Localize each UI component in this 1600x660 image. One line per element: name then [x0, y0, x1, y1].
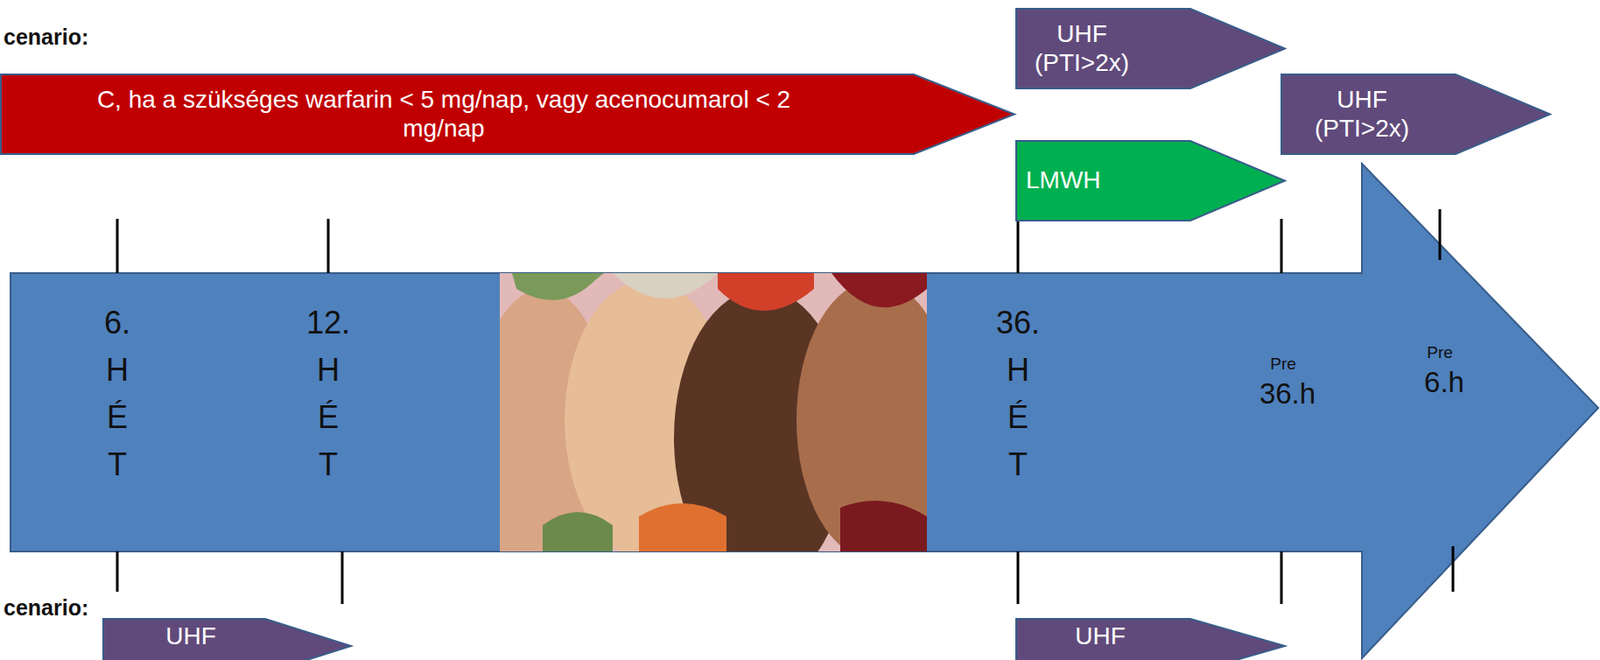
phase-label: C, ha a szükséges warfarin < 5 mg/nap, v… [93, 85, 794, 142]
week-marker: 6. H É T [104, 299, 131, 489]
phase-label: UHF (PTI>2x) [1024, 20, 1140, 77]
arrow-phase: UHF [102, 617, 352, 660]
hour-prefix: Pre [1426, 343, 1453, 363]
arrow-shape [1015, 617, 1286, 660]
pregnancy-photo [499, 273, 927, 552]
scenario-heading: cenario: [3, 24, 89, 50]
scenario-heading: cenario: [3, 595, 89, 621]
phase-label: UHF [1065, 622, 1136, 651]
arrow-phase: UHF (PTI>2x) [1280, 73, 1551, 155]
tick-marks [117, 209, 1453, 604]
week-marker: 36. H É T [996, 299, 1040, 489]
timeline-arrow [10, 163, 1599, 659]
hour-marker: 36.h [1259, 377, 1316, 411]
arrow-phase: C, ha a szükséges warfarin < 5 mg/nap, v… [0, 73, 1016, 155]
phase-label: LMWH [1025, 166, 1193, 195]
arrow-shape [0, 73, 1016, 155]
week-marker: 12. H É T [306, 299, 351, 489]
arrow-shape [102, 617, 352, 660]
arrow-phase: LMWH [1015, 140, 1286, 222]
hour-prefix: Pre [1270, 354, 1297, 374]
arrow-phase: UHF (PTI>2x) [1015, 7, 1286, 90]
arrow-phase: UHF [1015, 617, 1286, 660]
phase-label: UHF [155, 622, 226, 651]
hour-marker: 6.h [1424, 365, 1465, 400]
phase-label: UHF (PTI>2x) [1304, 85, 1420, 142]
